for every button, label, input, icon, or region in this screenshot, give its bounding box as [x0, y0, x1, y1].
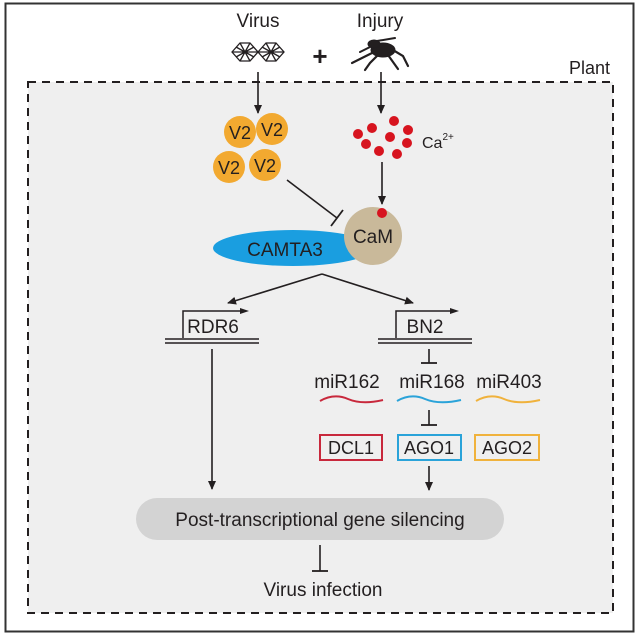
mirna-strand-mir403: [475, 395, 541, 404]
mirna-label-mir162: miR162: [314, 372, 379, 393]
cam-bound-calcium: [377, 208, 387, 218]
v2-label: V2: [254, 156, 276, 176]
mirna-label-mir168: miR168: [399, 372, 464, 393]
ptgs-label: Post-transcriptional gene silencing: [175, 510, 464, 531]
v2-protein: [256, 113, 288, 145]
insect-icon: [350, 37, 410, 72]
virus-infection-label: Virus infection: [264, 580, 383, 601]
bn2-label: BN2: [407, 317, 444, 338]
camta3-label: CAMTA3: [247, 240, 323, 261]
plant-label: Plant: [569, 58, 610, 78]
bn2-gene: BN2: [378, 308, 472, 344]
calcium-ion: [392, 149, 402, 159]
v2-protein: [249, 149, 281, 181]
rdr6-label: RDR6: [187, 317, 239, 338]
target-label-dcl1: DCL1: [328, 438, 374, 458]
calcium-label-superscript: 2+: [442, 132, 454, 143]
v2-inhibition-line: [286, 179, 338, 219]
v2-inhibition-bar: [330, 209, 344, 227]
calcium-ion: [385, 132, 395, 142]
v2-label: V2: [261, 120, 283, 140]
calcium-label-base: Ca: [422, 135, 443, 152]
v2-cluster: V2 V2 V2 V2: [213, 113, 288, 183]
v2-label: V2: [218, 158, 240, 178]
mirna-label-mir403: miR403: [476, 372, 541, 393]
rdr6-gene: RDR6: [165, 308, 259, 344]
camta3-protein: [213, 230, 373, 266]
target-label-ago1: AGO1: [404, 438, 454, 458]
calcium-label: Ca2+: [422, 132, 454, 152]
calcium-ion: [353, 129, 363, 139]
mirna-strand-mir162: [319, 395, 384, 404]
cam-label: CaM: [353, 227, 393, 248]
target-label-ago2: AGO2: [482, 438, 532, 458]
calcium-ion: [374, 146, 384, 156]
calcium-ion: [367, 123, 377, 133]
virus-label: Virus: [237, 11, 280, 32]
ptgs-process: [136, 498, 504, 540]
v2-label: V2: [229, 123, 251, 143]
v2-protein: [213, 151, 245, 183]
arrow-camta3-to-rdr6: [227, 273, 323, 305]
target-box-ago2: [474, 434, 540, 461]
calcium-ion: [389, 116, 399, 126]
v2-protein: [224, 116, 256, 148]
virus-particle-icon: [231, 42, 285, 62]
target-box-dcl1: [319, 434, 383, 461]
plus-sign: +: [312, 41, 327, 71]
calcium-ion: [402, 138, 412, 148]
arrow-camta3-to-bn2: [321, 273, 414, 305]
mirna-strand-mir168: [396, 395, 462, 404]
calcium-ion: [403, 125, 413, 135]
cam-protein: [344, 207, 402, 265]
target-box-ago1: [397, 434, 462, 461]
calcium-ions: [353, 116, 413, 159]
injury-label: Injury: [357, 11, 404, 32]
calcium-ion: [361, 139, 371, 149]
